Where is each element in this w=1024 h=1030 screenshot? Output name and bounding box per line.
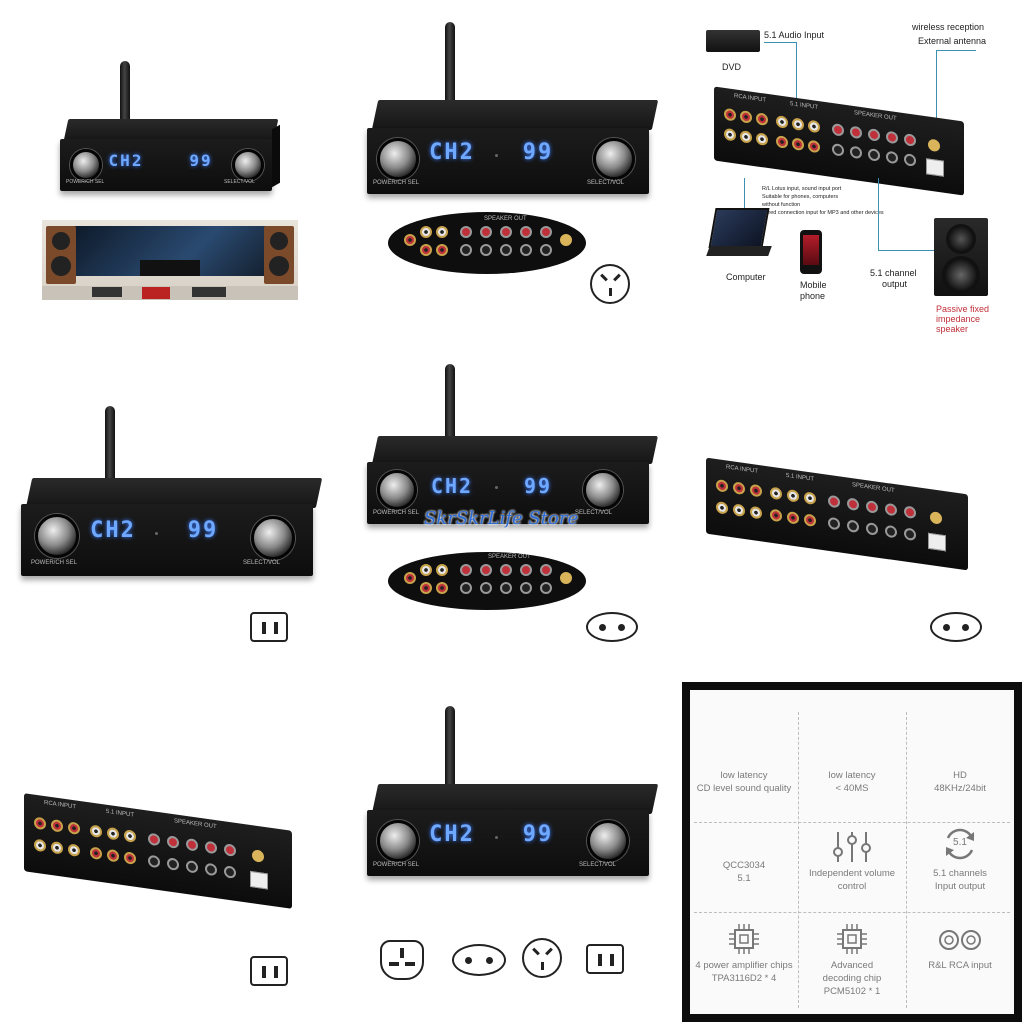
feature-qcc3034: QCC3034 5.1 [722,860,766,884]
connection-diagram: DVD 5.1 Audio Input wireless reception E… [690,18,1020,338]
eu-plug-icon [930,612,982,642]
feature-low-latency-cd: low latency CD level sound quality [696,770,792,794]
amp-front-panel: CH2 99 POWER/CH SEL SELECT/VOL [367,128,649,194]
us-plug-icon [250,956,288,986]
au-plug-icon [590,264,630,304]
amp-rear-panel: RCA INPUT 5.1 INPUT SPEAKER OUT [24,793,292,909]
product-image-front-eu: CH2 99 POWER/CH SEL SELECT/VOL [355,360,665,530]
feature-rca-input: R&L RCA input [906,922,1014,1030]
uk-plug-icon [380,940,424,980]
volume-knob [232,149,264,181]
sliders-icon [833,832,871,862]
amp-front-panel: CH2 99 POWER/CH SEL SELECT/VOL [367,810,649,876]
feature-decoding-chip: Advanced decoding chip PCM5102 * 1 [798,922,906,1030]
mini-amp [140,260,200,276]
speaker-left [46,226,76,284]
chip-icon [729,924,759,954]
rca-icon [939,930,981,950]
feature-volume-control: Independent volume control [798,830,906,938]
store-watermark: SkrSkrLife Store [424,508,579,529]
feature-low-latency-ms: low latency < 40MS [828,770,876,794]
product-image-front-au: CH2 99 POWER/CH SEL SELECT/VOL [355,18,665,198]
us-plug-icon [250,612,288,642]
au-plug-icon [522,938,562,978]
us-plug-icon [586,944,624,974]
amp-front-panel: CH2 99 POWER/CH SEL SELECT/VOL [21,504,313,576]
speaker-right [264,226,294,284]
product-image-front-us: CH2 99 POWER/CH SEL SELECT/VOL [15,398,325,588]
cycle-5-1-icon [946,828,974,860]
rear-panel-closeup: SPEAKER OUT [388,552,586,610]
feature-amp-chips: 4 power amplifier chips TPA3116D2 * 4 [690,922,798,1030]
eu-plug-icon [452,944,506,976]
eu-plug-icon [586,612,638,642]
phone-image [800,230,822,274]
living-room-scene [42,220,298,300]
laptop-image [708,208,770,248]
speaker-image [934,218,988,296]
feature-51-channels: 5.1 5.1 channels Input output [906,828,1014,938]
chip-icon [837,924,867,954]
amp-rear-panel: RCA INPUT 5.1 INPUT SPEAKER OUT [714,86,964,196]
amp-front-panel: CH2 99 POWER/CH SEL SELECT/VOL [367,462,649,524]
features-panel: low latency CD level sound quality low l… [682,682,1022,1022]
antenna [120,61,130,123]
dvd-player [706,30,760,52]
power-knob [70,149,102,181]
product-image-front-small: CH2 99 POWER/CH SEL SELECT/VOL [40,55,300,195]
amp-front-panel: CH2 99 POWER/CH SEL SELECT/VOL [60,139,272,191]
feature-hd: HD 48KHz/24bit [934,770,986,794]
rear-panel-closeup: SPEAKER OUT [388,212,586,274]
product-image-front-all-plugs: CH2 99 POWER/CH SEL SELECT/VOL [355,702,665,882]
amp-rear-panel: RCA INPUT 5.1 INPUT SPEAKER OUT [706,457,968,571]
